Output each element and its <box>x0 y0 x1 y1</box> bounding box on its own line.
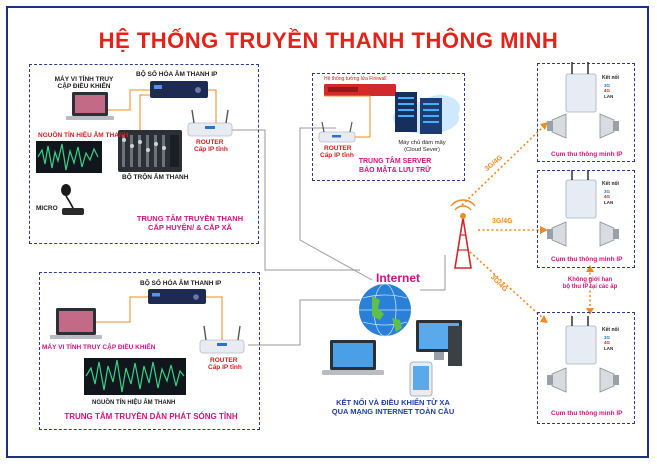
receiver-3-line-3g: 3G <box>604 335 611 340</box>
unlimited-note-line2: bộ thu IP tại các ấp <box>562 283 618 290</box>
wireless-links <box>461 124 591 321</box>
link-top-center-internet <box>232 129 360 271</box>
wired-links <box>232 127 446 346</box>
receiver-2-connect: Kết nối <box>602 181 619 187</box>
receiver-1-connect: Kết nối <box>602 75 619 81</box>
internet-caption: KẾT NỐI VÀ ĐIỀU KHIỂN TỪ XA QUA MẠNG INT… <box>318 398 468 417</box>
receiver-2-caption: Cụm thu thông minh IP <box>551 256 623 263</box>
remote-desktop-icon <box>416 320 462 366</box>
receiver-1-line-3g: 3G <box>604 83 611 88</box>
arrow-heads <box>540 122 594 323</box>
mixer-label: BỘ TRỘN ÂM THANH <box>122 174 189 181</box>
internet-caption-line1: KẾT NỐI VÀ ĐIỀU KHIỂN TỪ XA <box>336 398 450 407</box>
firewall-icon <box>324 84 396 96</box>
audio-cables-bottom <box>96 296 223 340</box>
router-icon-top <box>187 109 233 137</box>
center-bottom-box <box>39 272 260 430</box>
cell-tower-icon <box>450 199 476 269</box>
router-label-server: ROUTER <box>324 145 352 152</box>
audio-waveform-icon-bottom <box>84 358 186 395</box>
cloud-label-line2: (Cloud Sever) <box>404 146 440 153</box>
encoder-label-bottom: BỘ SỐ HÓA ÂM THANH IP <box>140 280 222 287</box>
receiver-2-line-lan: LAN <box>604 199 614 205</box>
router-sub-server: Cấp IP tĩnh <box>320 152 354 159</box>
pc-label-bottom: MÁY VI TÍNH TRUY CẬP ĐIỀU KHIỂN <box>42 344 156 351</box>
remote-laptop-icon <box>322 340 384 375</box>
remote-phone-icon <box>409 361 433 397</box>
receiver-2-line-4g: 4G <box>604 194 611 200</box>
laptop-icon <box>66 92 114 120</box>
unlimited-note-line1: Không giới hạn <box>567 277 613 283</box>
microphone-icon <box>61 184 84 215</box>
receiver-1-line-4g: 4G <box>604 88 611 94</box>
server-caption-line1: TRUNG TÂM SERVER <box>358 158 432 165</box>
cloud-server-icon <box>393 92 460 134</box>
router-sub-bottom: Cấp IP tĩnh <box>208 364 242 371</box>
receiver-1-line-lan: LAN <box>604 93 614 99</box>
center-bottom-caption: TRUNG TÂM TRUYỀN DẪN PHÁT SÓNG TỈNH <box>64 412 238 421</box>
unlimited-receivers-note: Không giới hạn bộ thu IP tại các ấp <box>540 277 640 291</box>
ip-encoder-icon <box>150 81 208 98</box>
audio-cables-top <box>108 89 217 130</box>
laptop-icon-bottom <box>50 308 102 339</box>
audio-waveform-icon <box>36 141 102 173</box>
mixer-icon <box>118 130 182 172</box>
receiver-3-caption: Cụm thu thông minh IP <box>551 410 623 417</box>
receiver-3-lines: 3G 4G LAN <box>604 335 613 351</box>
internet-caption-line2: QUA MẠNG INTERNET TOÀN CẦU <box>331 407 455 417</box>
link-internet-tower <box>420 255 446 291</box>
link-bottom-center-internet <box>248 299 360 346</box>
receiver-1-caption: Cụm thu thông minh IP <box>551 151 623 158</box>
mic-label: MICRO <box>36 205 58 212</box>
receiver-2-lines: 3G 4G LAN <box>604 189 613 205</box>
cloud-label-line1: Máy chủ đám mây <box>398 140 446 146</box>
link-server-internet <box>299 127 373 281</box>
receiver-3-line-4g: 4G <box>604 340 611 346</box>
receiver-1-devices <box>547 62 619 139</box>
server-center-box <box>312 73 465 181</box>
server-cable <box>324 95 371 138</box>
server-caption: TRUNG TÂM SERVER BẢO MẬT& LƯU TRỮ <box>350 158 440 176</box>
receiver-3-line-lan: LAN <box>604 345 614 351</box>
router-label-top: ROUTER <box>196 139 224 146</box>
globe-icon <box>359 283 411 337</box>
internet-label: Internet <box>376 271 421 285</box>
receiver-1-lines: 3G 4G LAN <box>604 83 613 99</box>
cloud-label: Máy chủ đám mây (Cloud Sever) <box>392 140 452 153</box>
receiver-3-connect: Kết nối <box>602 327 619 333</box>
link-tower-receiver-3 <box>469 251 546 321</box>
ip-encoder-icon-bottom <box>148 289 206 304</box>
receiver-1-box <box>537 63 635 162</box>
receiver-3-devices <box>547 316 619 393</box>
receiver-3-box <box>537 312 635 424</box>
audio-source-label-top: NGUỒN TÍN HIỆU ÂM THANH <box>38 132 129 139</box>
audio-source-label-bottom: NGUỒN TÍN HIỆU ÂM THANH <box>92 400 176 406</box>
center-top-caption-line2: CẤP HUYỆN/ & CẤP XÃ <box>148 223 232 233</box>
server-caption-line2: BẢO MẬT& LƯU TRỮ <box>359 166 431 174</box>
router-sub-top: Cấp IP tĩnh <box>194 146 228 153</box>
center-top-caption: TRUNG TÂM TRUYỀN THANH CẤP HUYỆN/ & CẤP … <box>120 214 260 233</box>
receiver-2-line-3g: 3G <box>604 189 611 194</box>
center-top-box <box>29 64 259 244</box>
center-top-caption-line1: TRUNG TÂM TRUYỀN THANH <box>136 214 244 223</box>
link-tower-receiver-1 <box>461 124 546 206</box>
firewall-label: Hệ thống tường lửa Firewall <box>324 76 387 82</box>
receiver-2-devices <box>547 170 619 247</box>
link-label-middle: 3G/4G <box>492 218 513 225</box>
encoder-label-top: BỘ SỐ HÓA ÂM THANH IP <box>136 71 218 78</box>
receiver-2-box <box>537 170 635 268</box>
router-label-bottom: ROUTER <box>210 357 238 364</box>
page-title: HỆ THỐNG TRUYỀN THANH THÔNG MINH <box>98 28 559 53</box>
pc-label-top: MÁY VI TÍNH TRUY CẬP ĐIỀU KHIỂN <box>54 76 114 91</box>
